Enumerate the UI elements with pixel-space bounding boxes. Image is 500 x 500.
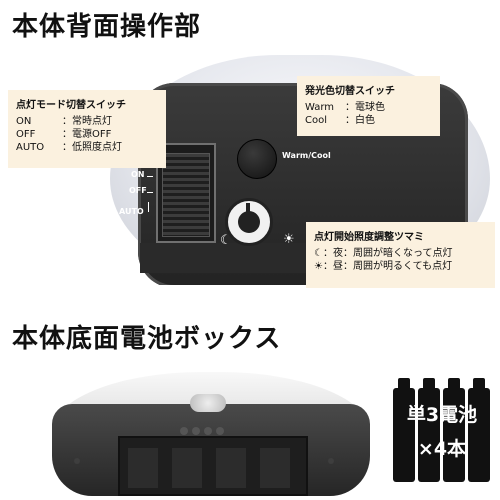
bottom-section-title: 本体底面電池ボックス bbox=[12, 324, 282, 354]
battery-slot bbox=[172, 448, 202, 488]
bright-row-night: ☾：夜：周囲が暗くなって点灯 bbox=[314, 248, 453, 259]
battery-icon bbox=[443, 388, 465, 482]
mode-switch-header: 点灯モード切替スイッチ bbox=[16, 100, 126, 111]
mode-switch-knob[interactable] bbox=[162, 153, 210, 237]
brightness-dial-center bbox=[238, 211, 260, 233]
battery-compartment bbox=[118, 436, 308, 496]
screw-hole bbox=[74, 458, 80, 464]
moon-icon: ☾ bbox=[220, 233, 232, 248]
battery-slot bbox=[260, 448, 290, 488]
moon-icon: ☾ bbox=[314, 248, 323, 259]
sun-icon: ☀ bbox=[314, 261, 323, 272]
battery-slot bbox=[216, 448, 246, 488]
battery-icon bbox=[448, 378, 460, 390]
screw-hole bbox=[328, 458, 334, 464]
sensor-dots bbox=[180, 420, 240, 435]
battery-icon bbox=[393, 388, 415, 482]
sun-icon: ☀ bbox=[283, 232, 295, 247]
battery-icon bbox=[418, 388, 440, 482]
device-bottom-photo bbox=[52, 372, 370, 496]
switch-tick-on bbox=[147, 176, 153, 177]
color-switch-knob[interactable] bbox=[237, 139, 277, 179]
battery-type-text: 単3電池 bbox=[406, 404, 478, 426]
battery-badge: 単3電池 ×4本 bbox=[393, 378, 491, 482]
battery-icon bbox=[473, 378, 485, 390]
motion-sensor bbox=[190, 394, 226, 412]
switch-label-off: OFF bbox=[129, 186, 147, 195]
brightness-dial-callout: 点灯開始照度調整ツマミ ☾：夜：周囲が暗くなって点灯 ☀：昼：周囲が明るくても点… bbox=[306, 222, 495, 288]
top-section-title: 本体背面操作部 bbox=[12, 12, 202, 42]
bright-row-day: ☀：昼：周囲が明るくても点灯 bbox=[314, 261, 453, 272]
switch-label-on: ON bbox=[131, 170, 145, 179]
switch-tick-auto bbox=[148, 202, 149, 212]
battery-icon bbox=[468, 388, 490, 482]
color-switch-callout: 発光色切替スイッチ Warm：電球色 Cool：白色 bbox=[297, 76, 440, 136]
brightness-dial-notch bbox=[246, 203, 250, 215]
mode-switch[interactable] bbox=[156, 143, 216, 243]
brightness-dial-header: 点灯開始照度調整ツマミ bbox=[314, 232, 424, 243]
battery-icon bbox=[423, 378, 435, 390]
mode-row-on: ON：常時点灯 bbox=[16, 116, 112, 127]
color-switch-header: 発光色切替スイッチ bbox=[305, 86, 395, 97]
battery-icon bbox=[398, 378, 410, 390]
color-row-cool: Cool：白色 bbox=[305, 115, 375, 126]
color-row-warm: Warm：電球色 bbox=[305, 102, 385, 113]
warm-cool-label: Warm/Cool bbox=[282, 151, 331, 160]
mode-switch-callout: 点灯モード切替スイッチ ON：常時点灯 OFF：電源OFF AUTO：低照度点灯 bbox=[8, 90, 166, 168]
battery-slot bbox=[128, 448, 158, 488]
brightness-dial[interactable] bbox=[225, 198, 273, 246]
mode-row-auto: AUTO：低照度点灯 bbox=[16, 142, 122, 153]
battery-count-text: ×4本 bbox=[417, 438, 467, 460]
switch-tick-off bbox=[147, 192, 153, 193]
switch-label-auto: AUTO bbox=[119, 207, 144, 216]
mode-row-off: OFF：電源OFF bbox=[16, 129, 112, 140]
